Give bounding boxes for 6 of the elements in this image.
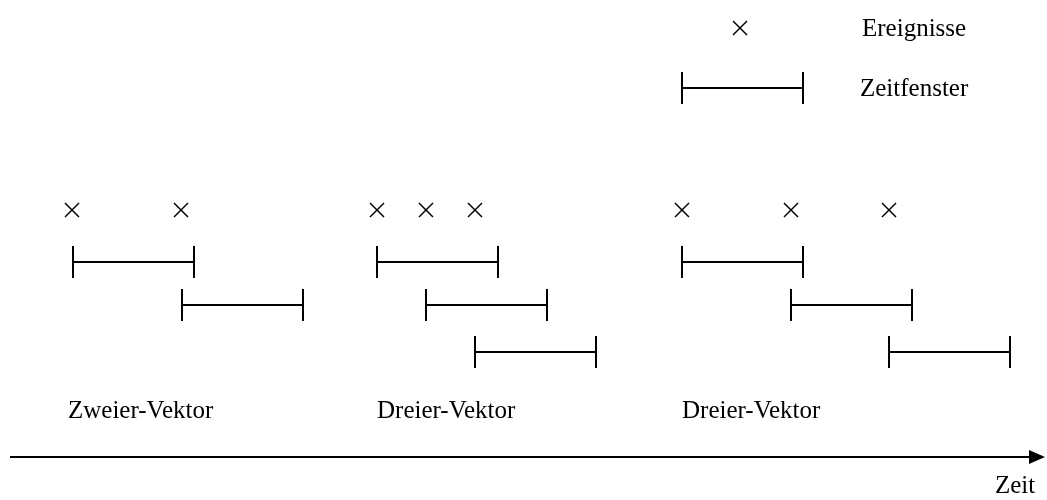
axis-label: Zeit xyxy=(995,472,1036,497)
group-label: Dreier-Vektor xyxy=(682,397,821,422)
group-label: Dreier-Vektor xyxy=(377,397,516,422)
legend-label: Ereignisse xyxy=(862,15,967,40)
group-label: Zweier-Vektor xyxy=(68,397,214,422)
legend-label: Zeitfenster xyxy=(860,75,969,100)
